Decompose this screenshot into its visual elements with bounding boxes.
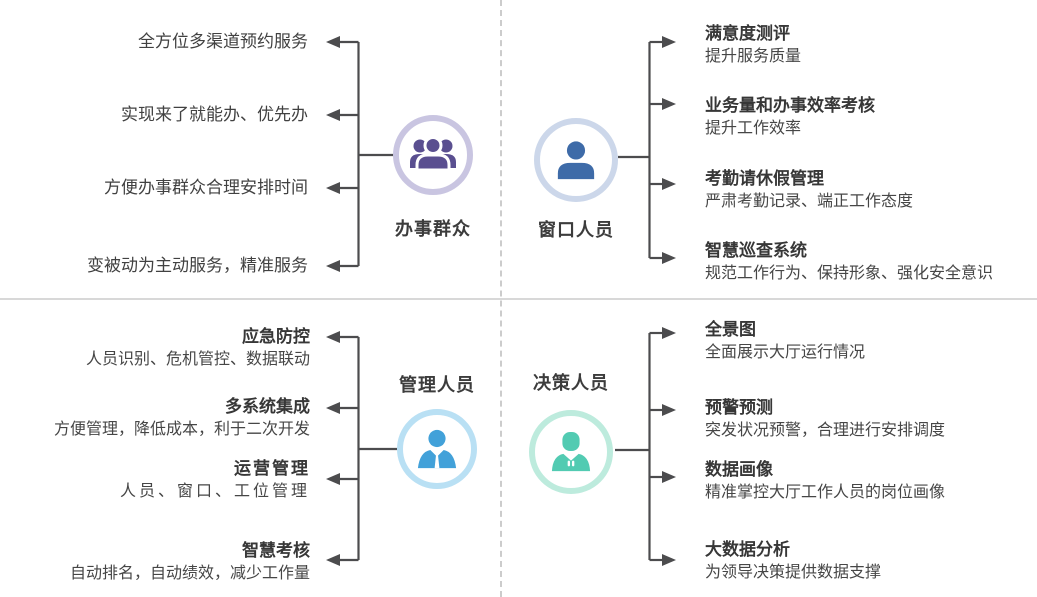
- benefit-item: 变被动为主动服务，精准服务: [87, 256, 308, 275]
- group-icon: [410, 136, 456, 172]
- benefit-item: 全方位多渠道预约服务: [138, 32, 308, 51]
- feature-title: 预警预测: [705, 398, 773, 417]
- feature-desc: 人员识别、危机管控、数据联动: [85, 351, 310, 368]
- feature-title: 满意度测评: [705, 24, 790, 43]
- arrowhead: [662, 36, 676, 48]
- horizontal-divider: [0, 298, 1037, 300]
- arrowhead: [662, 178, 676, 190]
- managers-avatar: [397, 409, 477, 489]
- arrowhead: [326, 554, 340, 566]
- feature-title: 应急防控: [242, 327, 310, 346]
- feature-title: 数据画像: [705, 460, 773, 479]
- feature-item: 全景图 全面展示大厅运行情况: [705, 320, 865, 363]
- feature-item: 业务量和办事效率考核 提升工作效率: [705, 96, 875, 139]
- arrowhead: [662, 252, 676, 264]
- arrowhead: [326, 182, 340, 194]
- feature-item: 运营管理 人员、窗口、工位管理: [120, 459, 310, 502]
- feature-item: 大数据分析 为领导决策提供数据支撑: [705, 540, 881, 583]
- feature-desc: 全面展示大厅运行情况: [705, 344, 866, 361]
- decision-makers-avatar: [529, 410, 613, 494]
- window-staff-avatar: [534, 118, 618, 202]
- feature-item: 应急防控 人员识别、危机管控、数据联动: [86, 327, 310, 370]
- feature-title: 运营管理: [234, 459, 310, 478]
- arrowhead: [662, 554, 676, 566]
- arrowhead: [662, 404, 676, 416]
- feature-title: 智慧考核: [242, 541, 310, 560]
- arrowhead: [662, 471, 676, 483]
- feature-desc: 方便管理，降低成本，利于二次开发: [53, 421, 310, 438]
- arrowhead: [326, 331, 340, 343]
- feature-item: 满意度测评 提升服务质量: [705, 24, 801, 67]
- feature-title: 智慧巡查系统: [705, 241, 807, 260]
- persona-label-decision-makers: 决策人员: [533, 373, 609, 393]
- arrowhead: [326, 109, 340, 121]
- feature-title: 业务量和办事效率考核: [705, 96, 875, 115]
- feature-desc: 为领导决策提供数据支撑: [705, 564, 882, 581]
- feature-title: 考勤请休假管理: [705, 169, 824, 188]
- benefit-item: 实现来了就能办、优先办: [121, 105, 308, 124]
- feature-desc: 人员、窗口、工位管理: [119, 483, 310, 500]
- persona-label-service-public: 办事群众: [395, 219, 471, 239]
- persona-label-managers: 管理人员: [399, 375, 475, 395]
- feature-title: 多系统集成: [225, 397, 310, 416]
- executive-icon: [551, 431, 591, 472]
- feature-desc: 精准掌控大厅工作人员的岗位画像: [705, 484, 946, 501]
- feature-item: 预警预测 突发状况预警，合理进行安排调度: [705, 398, 945, 441]
- feature-item: 考勤请休假管理 严肃考勤记录、端正工作态度: [705, 169, 913, 212]
- arrowhead: [326, 36, 340, 48]
- feature-title: 大数据分析: [705, 540, 790, 559]
- arrowhead: [326, 402, 340, 414]
- benefit-item: 方便办事群众合理安排时间: [104, 178, 308, 197]
- arrowhead: [662, 327, 676, 339]
- connector-bottom-right: [615, 327, 676, 566]
- feature-desc: 突发状况预警，合理进行安排调度: [705, 422, 946, 439]
- feature-desc: 严肃考勤记录、端正工作态度: [705, 193, 914, 210]
- feature-item: 多系统集成 方便管理，降低成本，利于二次开发: [54, 397, 310, 440]
- manager-icon: [417, 429, 457, 469]
- feature-title: 全景图: [705, 320, 756, 339]
- arrowhead: [326, 473, 340, 485]
- arrowhead: [326, 260, 340, 272]
- arrowhead: [662, 98, 676, 110]
- persona-label-window-staff: 窗口人员: [538, 220, 614, 240]
- service-public-avatar: [393, 115, 473, 195]
- feature-item: 数据画像 精准掌控大厅工作人员的岗位画像: [705, 460, 945, 503]
- feature-desc: 提升服务质量: [705, 48, 802, 65]
- person-icon: [557, 141, 595, 180]
- feature-desc: 规范工作行为、保持形象、强化安全意识: [705, 265, 994, 282]
- feature-desc: 自动排名，自动绩效，减少工作量: [69, 565, 310, 582]
- feature-item: 智慧考核 自动排名，自动绩效，减少工作量: [70, 541, 310, 584]
- feature-item: 智慧巡查系统 规范工作行为、保持形象、强化安全意识: [705, 241, 993, 284]
- feature-desc: 提升工作效率: [705, 120, 802, 137]
